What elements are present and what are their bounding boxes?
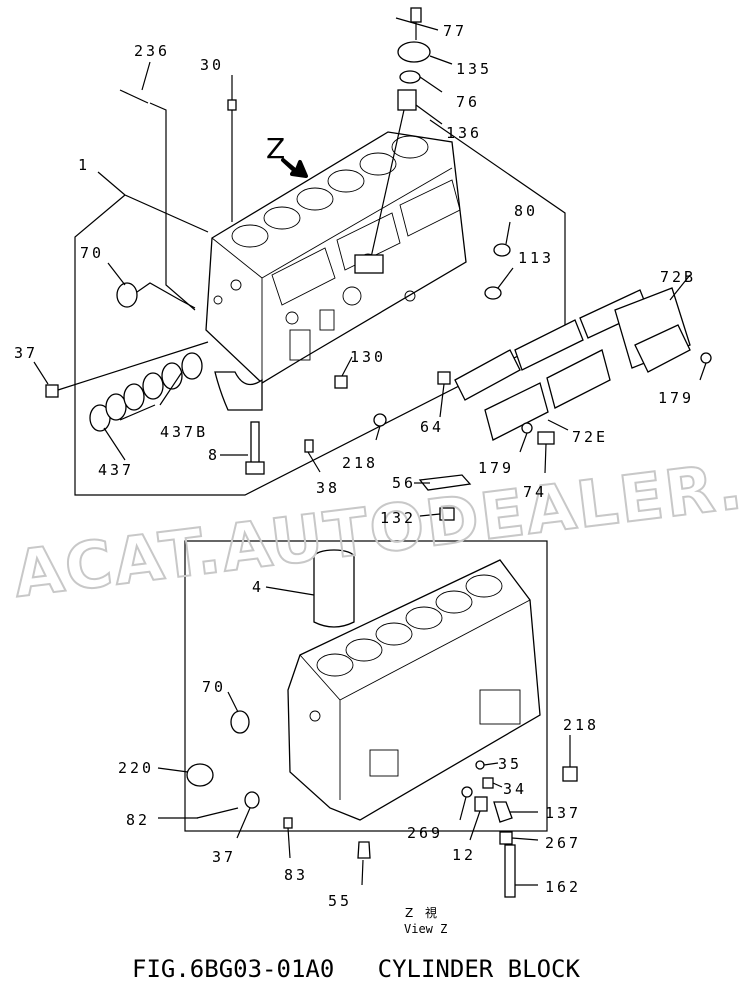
washer-179b xyxy=(700,352,712,364)
callout-220: 220 xyxy=(118,759,154,777)
washer-218-upper xyxy=(373,413,387,427)
callout-35: 35 xyxy=(498,755,522,773)
callout-70-lower: 70 xyxy=(202,678,226,696)
piston-rings-437 xyxy=(89,352,203,432)
bearing-cap xyxy=(214,371,263,411)
callout-64: 64 xyxy=(420,418,444,436)
callout-179: 179 xyxy=(478,459,514,477)
view-marker-z: Z xyxy=(266,132,285,165)
callout-135: 135 xyxy=(456,60,492,78)
callout-136: 136 xyxy=(446,124,482,142)
view-arrow-z xyxy=(281,158,308,178)
plug-70-lower xyxy=(230,710,250,734)
callout-137: 137 xyxy=(545,804,581,822)
callout-8: 8 xyxy=(208,446,220,464)
lower-assembly xyxy=(184,540,578,898)
view-caption-kanji: Z 視 xyxy=(405,905,441,920)
plug-113 xyxy=(484,286,502,300)
figure-title: FIG.6BG03-01A0 CYLINDER BLOCK xyxy=(132,955,580,983)
callout-37: 37 xyxy=(14,344,38,362)
callout-82: 82 xyxy=(126,811,150,829)
callout-77: 77 xyxy=(443,22,467,40)
callout-83: 83 xyxy=(284,866,308,884)
plug-70-upper xyxy=(116,282,138,308)
stud-236 xyxy=(119,89,149,104)
bolt-74 xyxy=(537,431,555,445)
bolt-64 xyxy=(437,371,451,385)
tube-162 xyxy=(504,844,516,898)
side-covers xyxy=(454,287,691,441)
callout-130: 130 xyxy=(350,348,386,366)
cylinder-liner-4 xyxy=(313,549,355,628)
plug-130 xyxy=(334,375,348,389)
callout-55: 55 xyxy=(328,892,352,910)
callout-38: 38 xyxy=(316,479,340,497)
callout-269: 269 xyxy=(407,824,443,842)
bolt-37-upper xyxy=(45,384,59,398)
callout-162: 162 xyxy=(545,878,581,896)
elbow-137 xyxy=(493,801,513,823)
callout-437: 437 xyxy=(98,461,134,479)
bolt-37-lower xyxy=(244,791,260,809)
view-caption: View Z xyxy=(404,922,447,936)
tube-stack xyxy=(354,7,431,274)
pin-38 xyxy=(304,439,314,453)
callout-70: 70 xyxy=(80,244,104,262)
callout-267: 267 xyxy=(545,834,581,852)
callout-labels: 236 30 1 70 37 437B 437 8 77 135 76 136 … xyxy=(14,22,696,936)
callout-4: 4 xyxy=(252,578,264,596)
cylinder-block-upper xyxy=(205,131,467,384)
plug-220 xyxy=(186,763,214,787)
callout-236: 236 xyxy=(134,42,170,60)
callout-80: 80 xyxy=(514,202,538,220)
callout-30: 30 xyxy=(200,56,224,74)
callout-218-upper: 218 xyxy=(342,454,378,472)
callout-437b: 437B xyxy=(160,423,208,441)
cylinder-block-lower xyxy=(287,559,541,821)
pin-30 xyxy=(227,99,237,111)
callout-12: 12 xyxy=(452,846,476,864)
callout-1: 1 xyxy=(78,156,90,174)
pin-83 xyxy=(283,817,293,829)
callout-34: 34 xyxy=(503,780,527,798)
plug-80 xyxy=(493,243,511,257)
callout-74: 74 xyxy=(523,483,547,501)
clamp-267 xyxy=(499,831,513,845)
callout-179-right: 179 xyxy=(658,389,694,407)
plug-34 xyxy=(482,777,494,789)
leader-lines xyxy=(33,17,707,886)
callout-218-lower: 218 xyxy=(563,716,599,734)
bolt-8 xyxy=(245,421,265,475)
callout-113: 113 xyxy=(518,249,554,267)
fitting-12 xyxy=(474,796,488,812)
clip-56 xyxy=(418,474,472,491)
plug-218-lower xyxy=(562,766,578,782)
upper-assembly xyxy=(45,7,712,521)
callout-76: 76 xyxy=(456,93,480,111)
washer-179 xyxy=(521,422,533,434)
callout-72b: 72B xyxy=(660,268,696,286)
washer-35 xyxy=(475,760,485,770)
washer-269 xyxy=(461,786,473,798)
callout-72e: 72E xyxy=(572,428,608,446)
callout-56: 56 xyxy=(392,474,416,492)
callout-37-lower: 37 xyxy=(212,848,236,866)
stud-82 xyxy=(196,807,239,819)
callout-132: 132 xyxy=(380,509,416,527)
plug-55 xyxy=(357,841,371,859)
